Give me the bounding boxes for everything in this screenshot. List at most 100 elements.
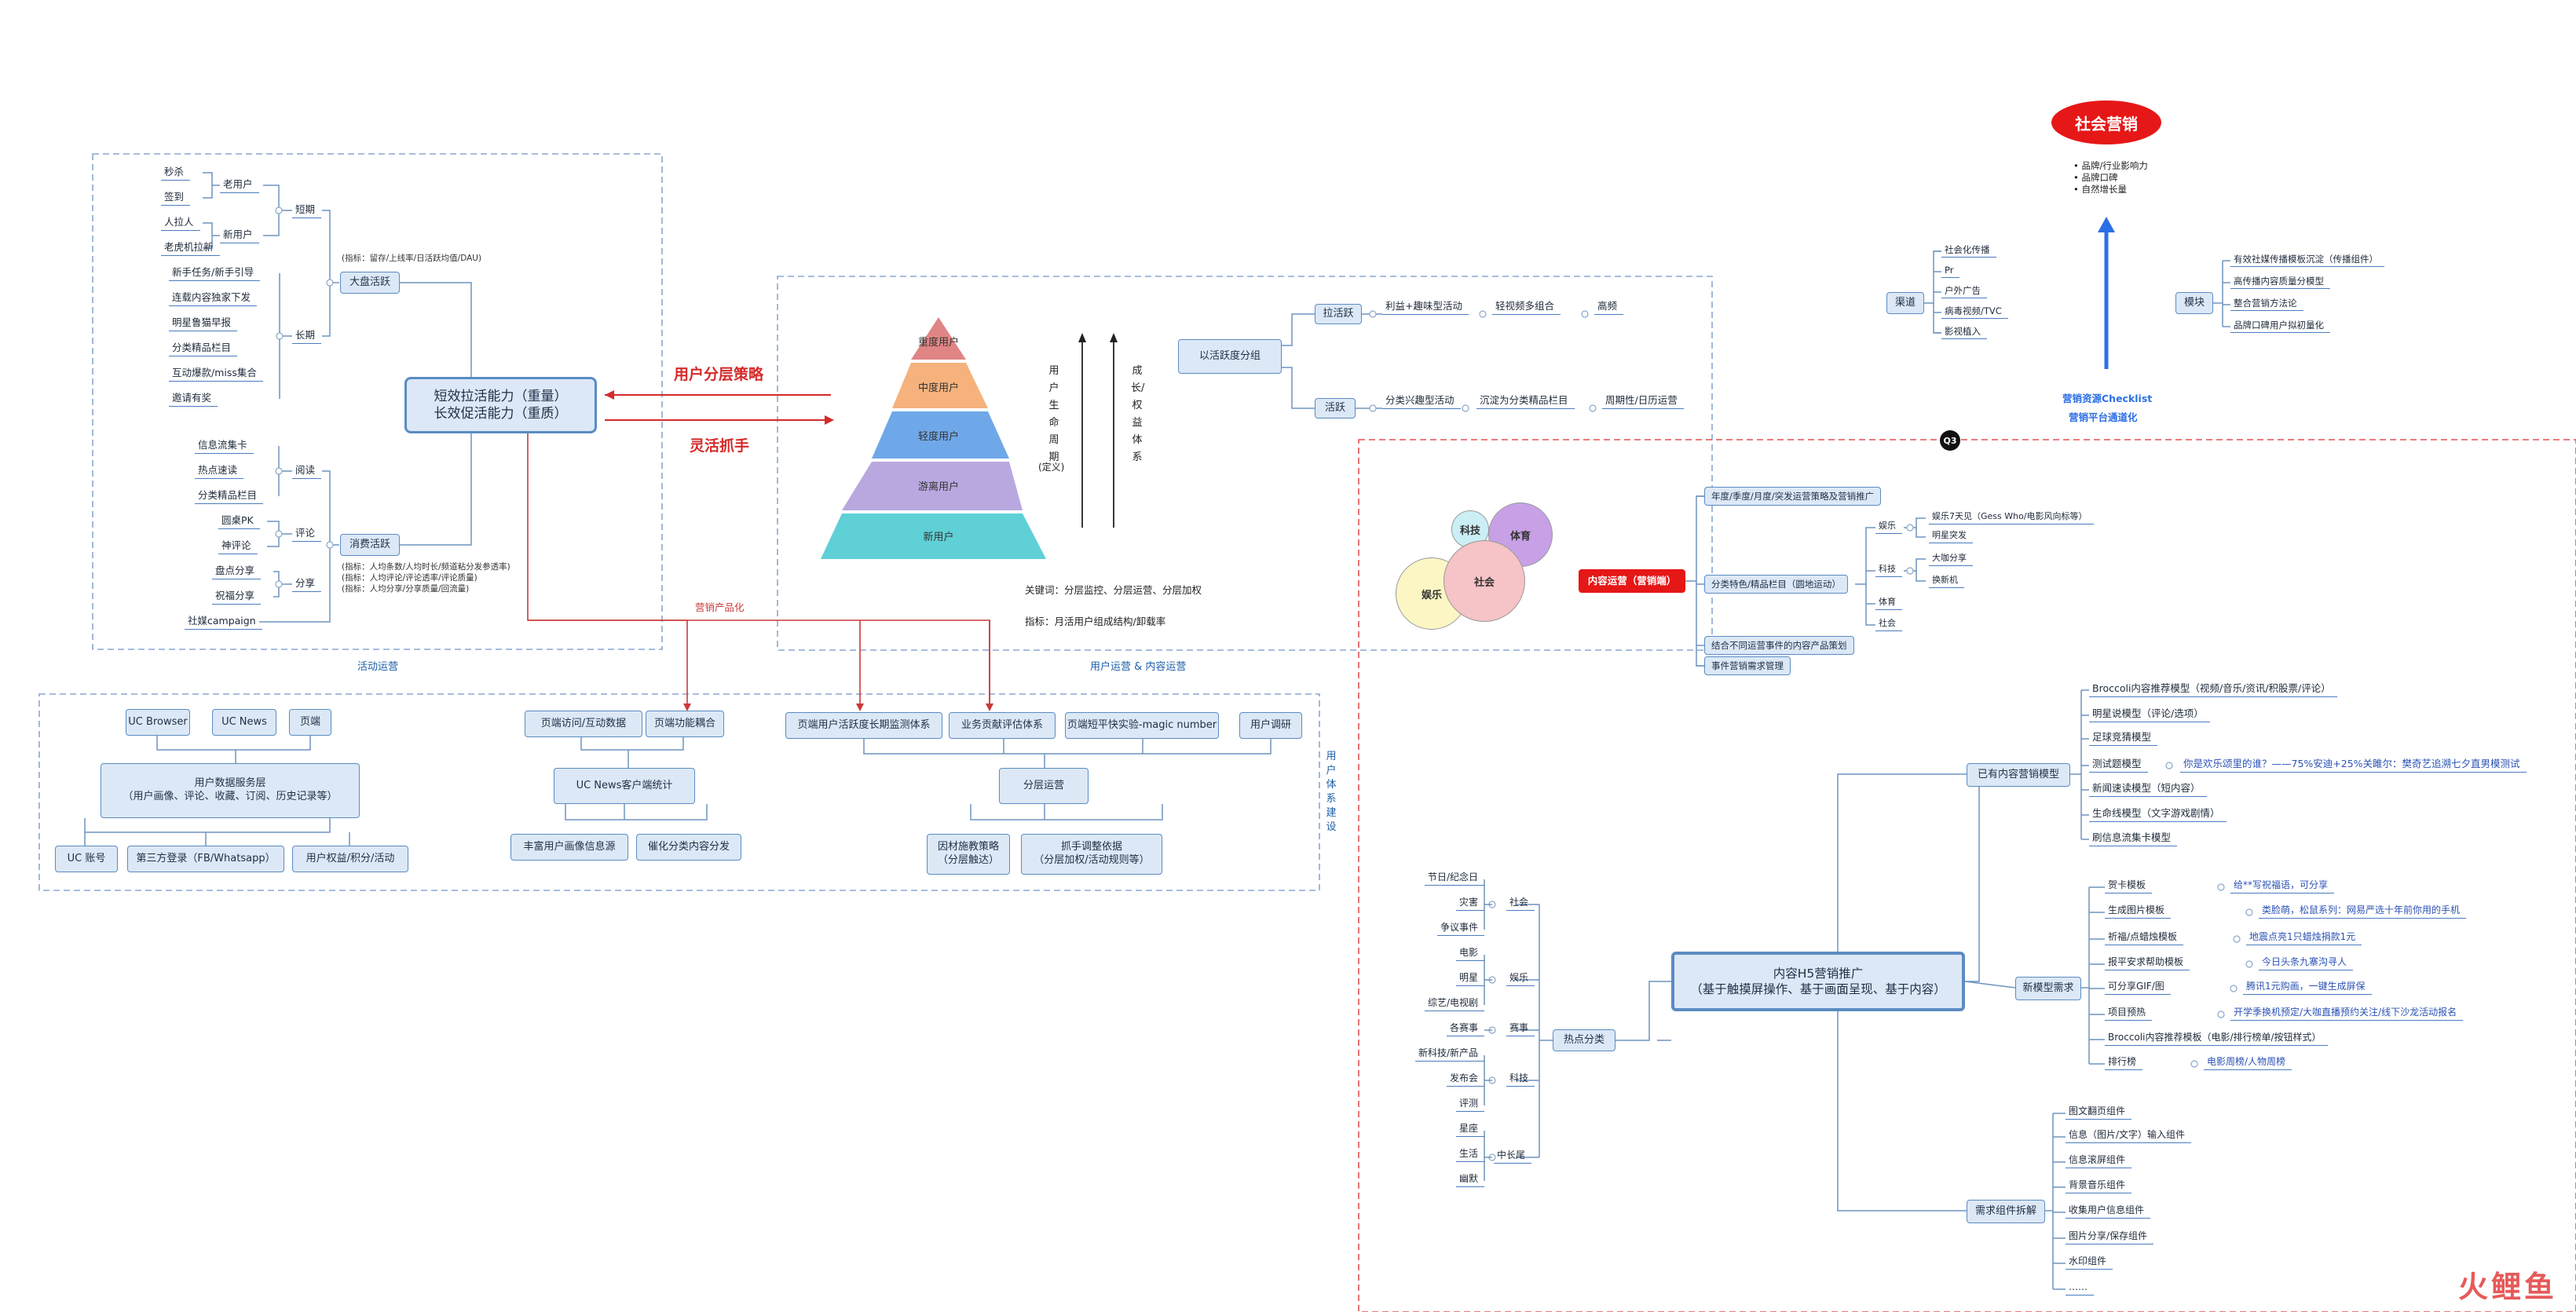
connector-line	[203, 172, 213, 199]
connector-line	[1282, 367, 1315, 409]
new-model-item: 排行榜	[2105, 1056, 2143, 1070]
connector-line	[322, 210, 331, 337]
component-item: ……	[2066, 1281, 2094, 1296]
uc-sub-node: 丰富用户画像信息源	[510, 834, 628, 861]
collapse-toggle-icon	[276, 332, 284, 340]
pyramid-layer-4	[842, 462, 1023, 510]
lifecycle-label: 用户生命周期	[1048, 365, 1059, 463]
collapse-toggle-icon	[2217, 1010, 2225, 1018]
module-node: 模块	[2175, 292, 2213, 314]
collapse-toggle-icon	[1906, 524, 1914, 532]
layered-sub-title: 因材施教策略	[937, 841, 999, 853]
long-term-item: 互动爆款/miss集合	[169, 367, 263, 382]
consume-note: (指标：人均分享/分享质量/回流量)	[342, 584, 470, 594]
h5-subtitle: （基于触摸屏操作、基于画面呈现、基于内容）	[1690, 982, 1946, 996]
content-ops-branch: 事件营销需求管理	[1704, 656, 1791, 675]
collapse-toggle-icon	[1906, 567, 1914, 575]
connector-line	[1924, 250, 1941, 304]
connector-line	[1933, 303, 1941, 334]
pyramid-layer-label: 轻度用户	[917, 431, 959, 443]
strategy-label: 用户分层策略	[674, 366, 764, 383]
existing-item: 新闻速读模型（短内容）	[2089, 782, 2207, 797]
component-item: 信息滚屏组件	[2066, 1154, 2132, 1168]
collapse-toggle-icon	[2190, 1060, 2198, 1068]
connector-line	[1964, 981, 2016, 989]
existing-item: 刷信息流集卡模型	[2089, 831, 2178, 846]
short-term-item: 签到	[161, 191, 191, 206]
connector-line	[1696, 581, 1704, 667]
topic-circle: 社会	[1444, 540, 1525, 622]
pyramid-layer-label: 新用户	[923, 532, 954, 543]
share-item: 盘点分享	[212, 565, 262, 579]
system-node: 业务贡献评估体系	[949, 712, 1056, 739]
core-line-1: 短效拉活能力（重量）	[434, 388, 568, 404]
connector-line	[1916, 571, 1926, 582]
active-item: 分类兴趣型活动	[1382, 394, 1461, 409]
hot-item: 新科技/新产品	[1414, 1047, 1484, 1062]
long-term-item: 明星鲁猫早报	[169, 316, 238, 331]
component-item: 背景音乐组件	[2066, 1179, 2132, 1193]
core-capability-node: 短效拉活能力（重量）长效促活能力（重质）	[404, 377, 597, 433]
connector-line	[970, 804, 1163, 820]
active-node: 活跃	[1315, 398, 1356, 418]
new-model-item: 可分享GIF/图	[2105, 981, 2171, 995]
browser-node: UC News	[212, 709, 276, 736]
new-model-note: 开学季换机预定/大咖直播预约关注/线下沙龙活动报名	[2230, 1007, 2464, 1021]
tech-item: 大咖分享	[1929, 553, 1973, 566]
arrow-head-down	[856, 704, 864, 711]
account-node: 用户权益/积分/活动	[292, 846, 408, 872]
group-by-activity-node: 以活跃度分组	[1178, 339, 1282, 374]
new-user-node: 新用户	[220, 228, 259, 243]
lifecycle-sub: (定义)	[1038, 462, 1065, 473]
content-ops-node: 内容运营（营销端）	[1579, 569, 1685, 593]
hot-item: 星座	[1455, 1123, 1484, 1137]
new-model-item: 贺卡模板	[2105, 879, 2153, 894]
big-active-node: 大盘活跃	[340, 272, 400, 294]
arrow-head-down	[683, 704, 691, 711]
short-term-item: 老虎机拉新	[161, 241, 220, 256]
collapse-toggle-icon	[2217, 883, 2225, 891]
hot-item: 争议事件	[1436, 922, 1484, 936]
collapse-toggle-icon	[326, 279, 334, 287]
old-user-node: 老用户	[220, 178, 259, 193]
pull-active-node: 拉活跃	[1315, 304, 1362, 324]
arrow-head-up-blue	[2098, 217, 2115, 232]
component-item: 信息（图片/文字）输入组件	[2066, 1129, 2192, 1143]
collapse-toggle-icon	[1462, 404, 1469, 412]
hot-group-node: 赛事	[1506, 1022, 1535, 1036]
tech-node: 科技	[1875, 564, 1902, 577]
component-item: 图文翻页组件	[2066, 1106, 2132, 1120]
arrow-head-right	[825, 415, 834, 425]
long-term-item: 连载内容独家下发	[169, 291, 258, 306]
data-layer-desc: （用户画像、评论、收藏、订阅、历史记录等）	[123, 791, 338, 802]
account-node: 第三方登录（FB/Whatsapp）	[127, 846, 284, 872]
share-node: 分享	[292, 577, 322, 592]
data-layer-title: 用户数据服务层	[194, 777, 266, 790]
ent-item: 明星突发	[1929, 530, 1973, 543]
short-term-item: 秒杀	[161, 166, 191, 181]
page-func-node: 页端功能耦合	[646, 711, 724, 737]
pull-item: 高频	[1594, 300, 1624, 315]
connector-line	[565, 804, 708, 820]
keyword-line: 关键词：分层监控、分层运营、分层加权	[1025, 584, 1202, 596]
collapse-toggle-icon	[2245, 960, 2253, 968]
connector-line	[580, 737, 684, 751]
share-item: 祝福分享	[212, 590, 262, 605]
connector-line	[400, 433, 472, 546]
arrow-head-up	[1078, 333, 1086, 342]
pyramid-layer-2	[892, 363, 988, 408]
arrow-head-up	[1110, 333, 1118, 342]
new-model-item: 祈福/点蜡烛模板	[2105, 931, 2184, 945]
layered-sub-node: 抓手调整依据（分层加权/活动规则等）	[1021, 834, 1162, 875]
new-model-note: 地震点亮1只蜡烛捐款1元	[2246, 931, 2362, 945]
hot-item: 综艺/电视剧	[1424, 997, 1484, 1011]
collapse-toggle-icon	[1589, 404, 1597, 412]
long-term-node: 长期	[292, 329, 322, 344]
collapse-toggle-icon	[275, 467, 283, 475]
channel-node: 渠道	[1886, 292, 1924, 314]
pyramid-layer-label: 中度用户	[917, 382, 959, 394]
module-item: 有效社媒传播模板沉淀（传播组件）	[2230, 254, 2384, 268]
browser-node: 页端	[289, 709, 331, 736]
pyramid-layer-5	[821, 513, 1046, 559]
